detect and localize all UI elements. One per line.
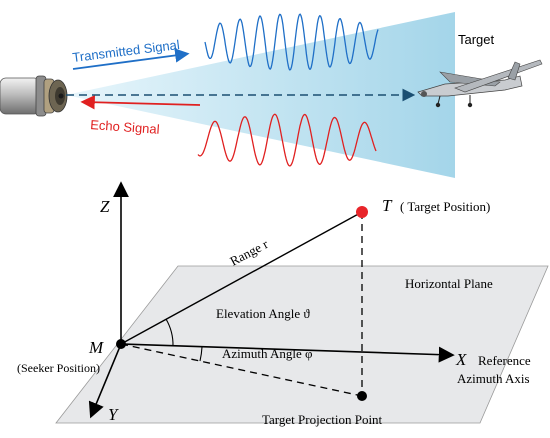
projection-point — [357, 391, 367, 401]
horizontal-plane-label: Horizontal Plane — [405, 276, 493, 291]
target-position-label: ( Target Position) — [400, 199, 490, 214]
transmitted-signal-label: Transmitted Signal — [72, 37, 181, 65]
seeker-point — [116, 339, 126, 349]
projection-line — [120, 343, 363, 397]
echo-signal-label: Echo Signal — [90, 117, 160, 137]
point-t-label: T — [382, 196, 393, 215]
elevation-angle-arc — [165, 318, 174, 347]
transmitted-wave — [204, 13, 379, 71]
azimuth-angle-arc — [199, 346, 203, 362]
echo-arrow — [80, 95, 201, 110]
x-axis-desc-line2: Azimuth Axis — [457, 371, 530, 386]
x-axis-label: X — [455, 350, 467, 369]
projection-point-label: Target Projection Point — [262, 412, 383, 427]
point-m-label: M — [88, 338, 104, 357]
azimuth-angle-label: Azimuth Angle φ — [222, 346, 313, 361]
x-axis — [120, 343, 455, 363]
drone-icon — [417, 59, 543, 108]
y-axis — [88, 343, 122, 419]
z-axis-label: Z — [100, 197, 110, 216]
elevation-angle-label: Elevation Angle ϑ — [216, 306, 310, 321]
target-label: Target — [458, 32, 495, 47]
range-line — [120, 211, 363, 345]
transmitted-arrow — [72, 48, 190, 70]
y-axis-label: Y — [108, 405, 119, 424]
range-label: Range r — [227, 236, 271, 269]
target-point — [356, 206, 368, 218]
horizontal-plane — [55, 265, 549, 424]
echo-wave — [197, 113, 377, 167]
signal-illustration: Transmitted Signal Echo Signal Target — [0, 12, 543, 178]
x-axis-desc-line1: Reference — [478, 353, 531, 368]
seeker-icon — [0, 75, 68, 117]
seeker-position-label: (Seeker Position) — [17, 361, 100, 375]
coordinate-diagram: Z Y X Reference Azimuth Axis M (Seeker P… — [17, 181, 549, 427]
